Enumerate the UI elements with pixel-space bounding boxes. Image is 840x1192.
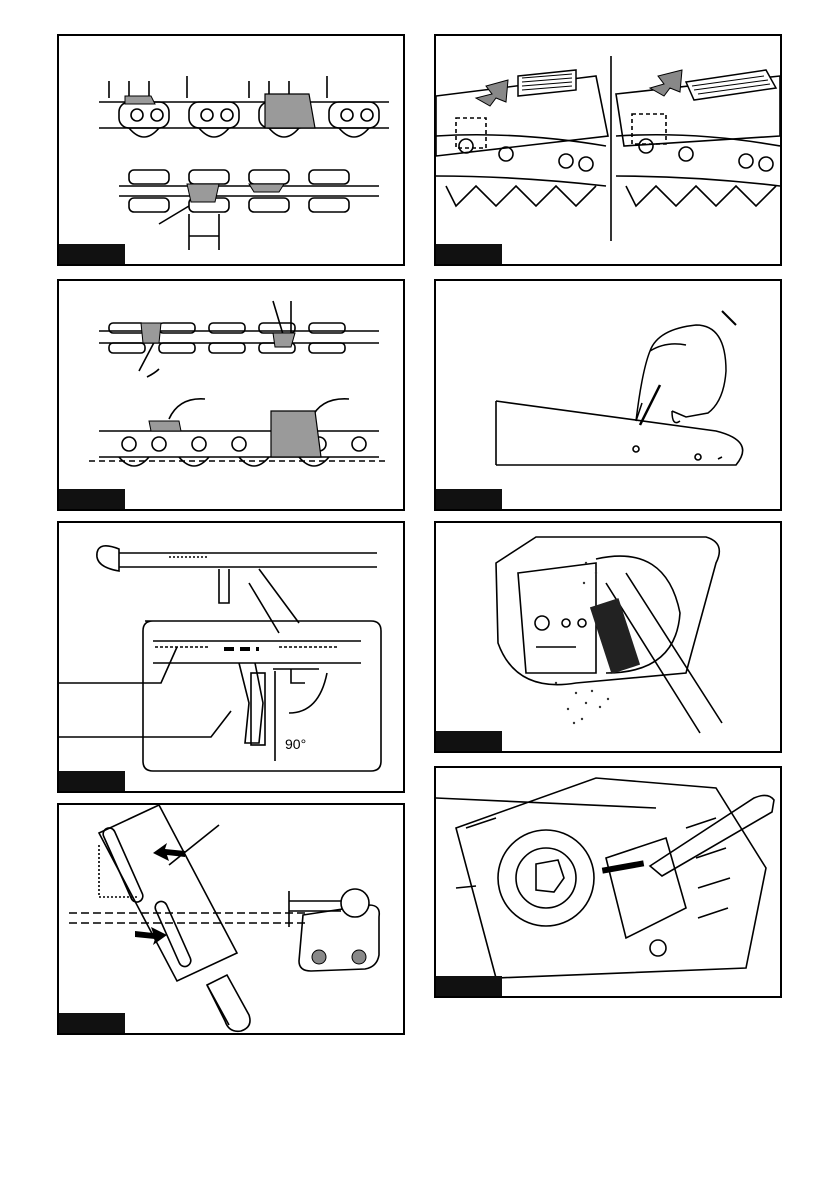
figure-panel-8 <box>434 766 782 998</box>
figure-tab <box>59 771 125 791</box>
file-guide-icon <box>59 805 403 1033</box>
figure-panel-5: 90° <box>57 521 405 793</box>
brush-icon <box>436 523 780 751</box>
figure-tab <box>436 489 502 509</box>
file-icon <box>640 385 660 425</box>
angle-label: 90° <box>285 736 306 752</box>
figure-tab <box>59 1013 125 1033</box>
figure-panel-3 <box>57 279 405 511</box>
figure-tab <box>436 244 502 264</box>
figure-panel-4 <box>434 279 782 511</box>
file-icon <box>518 70 776 100</box>
figure-panel-7 <box>57 803 405 1035</box>
file-guide-icon: 90° <box>59 523 403 791</box>
arrow-icon <box>476 80 508 106</box>
figure-tab <box>436 976 502 996</box>
figure-tab <box>59 489 125 509</box>
file-guide-icon <box>436 36 780 264</box>
figure-panel-1 <box>57 34 405 266</box>
brush-icon <box>590 598 640 674</box>
screwdriver-icon <box>650 795 774 876</box>
arrow-icon <box>135 927 167 945</box>
figure-panel-2 <box>434 34 782 266</box>
chain-icon <box>59 36 403 264</box>
arrow-icon <box>650 70 682 96</box>
sprocket-icon <box>436 768 780 996</box>
figure-panel-6 <box>434 521 782 753</box>
chain-icon <box>59 281 403 509</box>
figure-tab <box>436 731 502 751</box>
guide-bar-icon <box>436 281 780 509</box>
figure-tab <box>59 244 125 264</box>
